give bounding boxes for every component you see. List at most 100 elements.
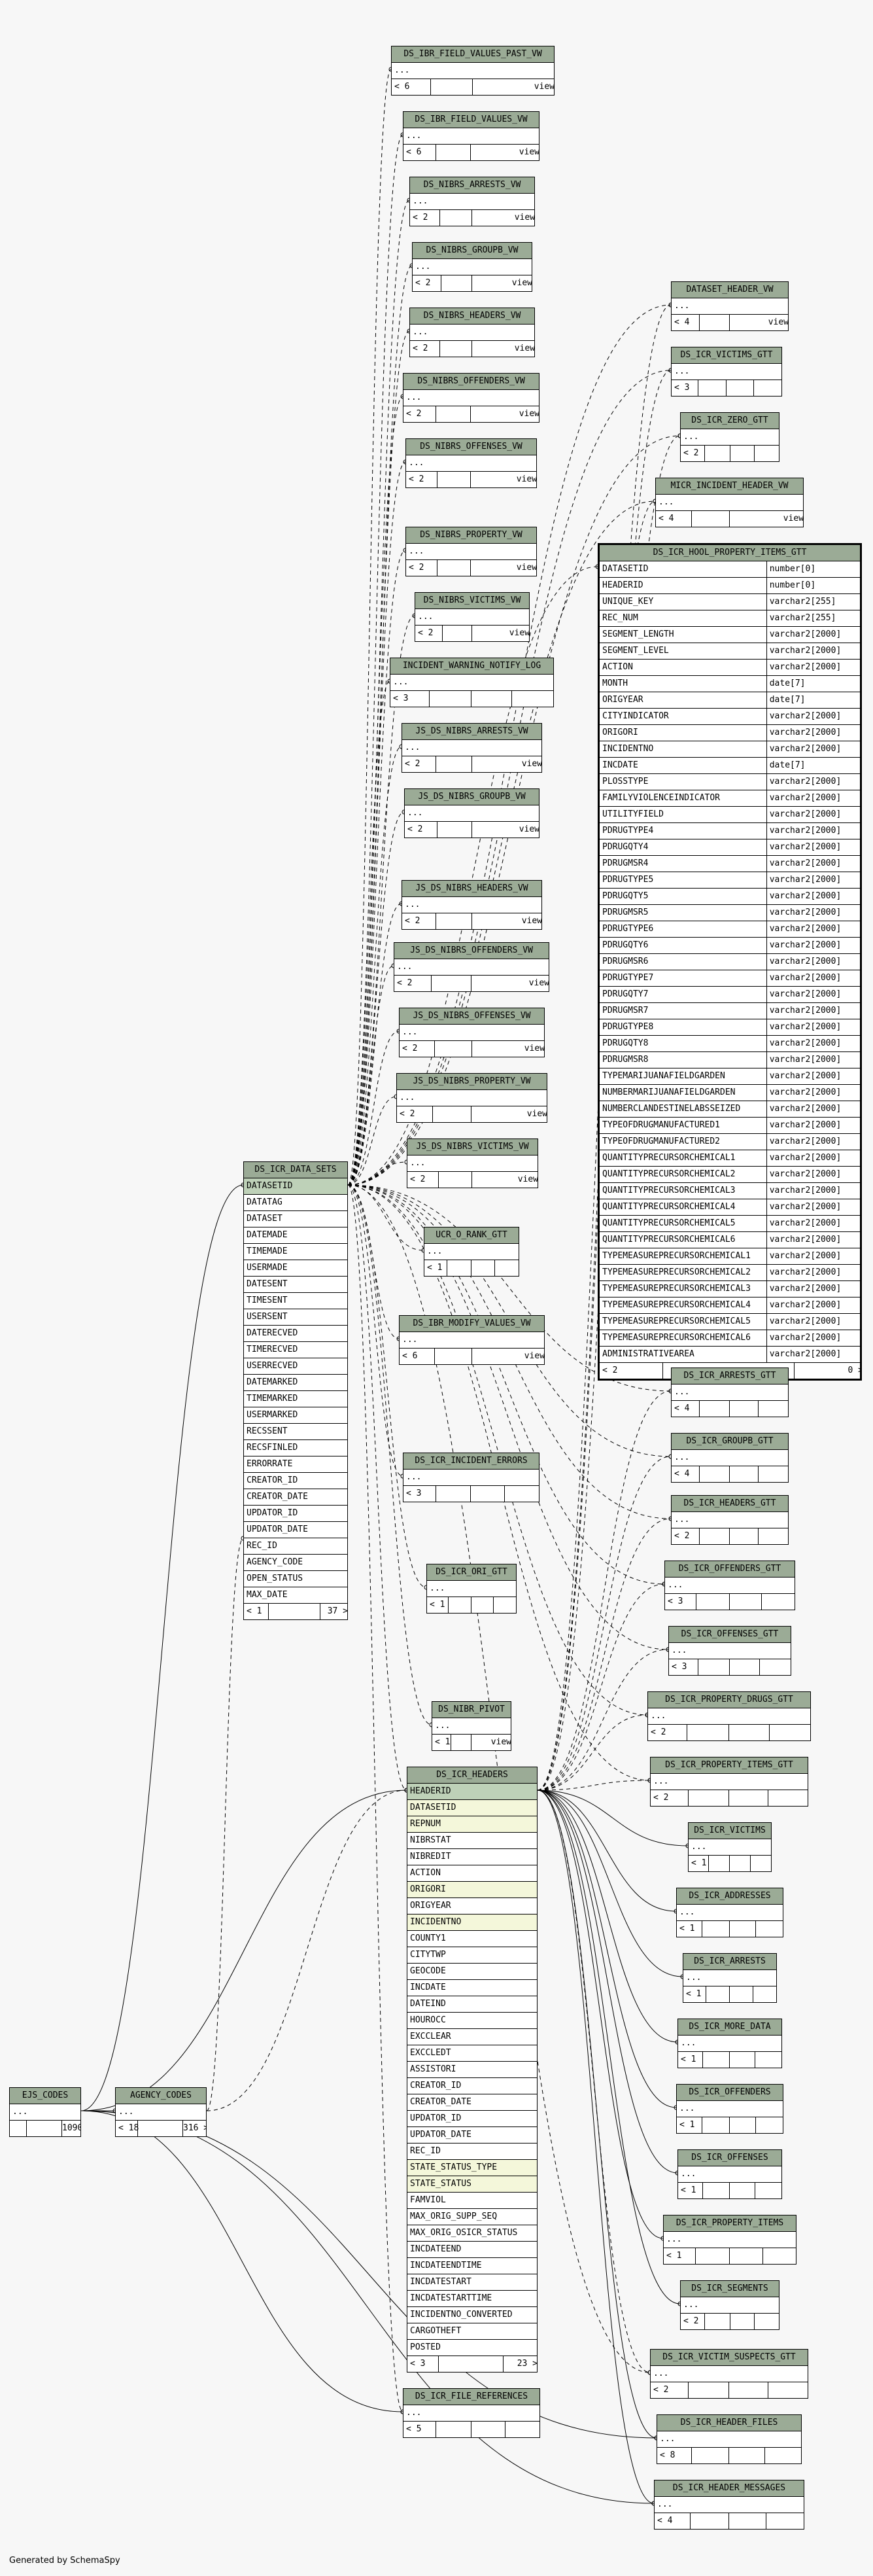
column-row[interactable]: ... bbox=[400, 1332, 544, 1349]
column-row[interactable]: ... bbox=[403, 2405, 539, 2422]
table-ds-icr-offenders[interactable]: DS_ICR_OFFENDERS...< 1 bbox=[676, 2084, 783, 2134]
column-row[interactable]: RECSFINLED bbox=[244, 1440, 347, 1456]
table-ds-icr-groupb-gtt[interactable]: DS_ICR_GROUPB_GTT...< 4 bbox=[671, 1433, 789, 1483]
column-row[interactable]: UPDATOR_ID bbox=[244, 1506, 347, 1522]
column-row[interactable]: ... bbox=[672, 1385, 788, 1401]
table-title[interactable]: DS_ICR_GROUPB_GTT bbox=[672, 1434, 788, 1450]
column-row[interactable]: ... bbox=[394, 959, 549, 976]
table-title[interactable]: JS_DS_NIBRS_OFFENSES_VW bbox=[400, 1008, 544, 1025]
column-row[interactable]: ... bbox=[681, 429, 779, 446]
table-title[interactable]: JS_DS_NIBRS_OFFENDERS_VW bbox=[394, 943, 549, 959]
table-ds-icr-header-files[interactable]: DS_ICR_HEADER_FILES...< 8 bbox=[657, 2414, 802, 2464]
column-row[interactable]: INCDATESTARTTIME bbox=[407, 2291, 537, 2307]
column-row[interactable]: DATESENT bbox=[244, 1277, 347, 1293]
column-row[interactable]: NIBRSTAT bbox=[407, 1833, 537, 1849]
column-row[interactable]: ... bbox=[672, 1450, 788, 1466]
column-row[interactable]: ERRORRATE bbox=[244, 1456, 347, 1473]
table-ds-icr-offenders-gtt[interactable]: DS_ICR_OFFENDERS_GTT...< 3 bbox=[664, 1561, 795, 1610]
column-row[interactable]: ... bbox=[672, 364, 781, 380]
column-row[interactable]: RECSSENT bbox=[244, 1424, 347, 1440]
column-row[interactable]: MAX_ORIG_SUPP_SEQ bbox=[407, 2209, 537, 2225]
column-row[interactable]: POSTED bbox=[407, 2340, 537, 2356]
column-row[interactable]: DATEMADE bbox=[244, 1227, 347, 1244]
table-title[interactable]: DS_IBR_FIELD_VALUES_VW bbox=[403, 112, 539, 128]
column-row[interactable]: INCDATEEND bbox=[407, 2242, 537, 2258]
column-row[interactable]: ... bbox=[672, 1512, 788, 1528]
column-row[interactable]: STATE_STATUS_TYPE bbox=[407, 2160, 537, 2176]
column-row[interactable]: GEOCODE bbox=[407, 1964, 537, 1980]
column-row[interactable]: DATERECVED bbox=[244, 1326, 347, 1342]
table-title[interactable]: DS_NIBRS_PROPERTY_VW bbox=[406, 527, 536, 544]
table-title[interactable]: DS_NIBRS_OFFENSES_VW bbox=[406, 439, 536, 455]
column-row[interactable]: ... bbox=[400, 1025, 544, 1041]
table-title[interactable]: EJS_CODES bbox=[10, 2088, 80, 2104]
table-title[interactable]: JS_DS_NIBRS_VICTIMS_VW bbox=[407, 1139, 538, 1156]
column-row[interactable]: NIBREDIT bbox=[407, 1849, 537, 1865]
column-row[interactable]: REC_ID bbox=[407, 2144, 537, 2160]
table-title[interactable]: AGENCY_CODES bbox=[116, 2088, 206, 2104]
column-row[interactable]: ... bbox=[683, 1970, 776, 1986]
table-title[interactable]: DS_ICR_PROPERTY_ITEMS bbox=[664, 2215, 796, 2232]
column-row[interactable]: ORIGORI bbox=[407, 1882, 537, 1898]
table-ds-icr-arrests[interactable]: DS_ICR_ARRESTS...< 1 bbox=[683, 1953, 777, 2003]
column-row[interactable]: USERMARKED bbox=[244, 1407, 347, 1424]
column-row[interactable]: ... bbox=[407, 1156, 538, 1172]
table-title[interactable]: DS_NIBRS_VICTIMS_VW bbox=[415, 593, 529, 609]
table-title[interactable]: DS_NIBRS_OFFENDERS_VW bbox=[403, 374, 539, 390]
table-ds-icr-arrests-gtt[interactable]: DS_ICR_ARRESTS_GTT...< 4 bbox=[671, 1367, 789, 1417]
column-row[interactable]: CREATOR_ID bbox=[244, 1473, 347, 1489]
table-title[interactable]: MICR_INCIDENT_HEADER_VW bbox=[656, 478, 803, 495]
table-ds-icr-victim-suspects-gtt[interactable]: DS_ICR_VICTIM_SUSPECTS_GTT...< 2 bbox=[650, 2349, 808, 2399]
column-row[interactable]: ... bbox=[402, 740, 541, 756]
table-title[interactable]: JS_DS_NIBRS_HEADERS_VW bbox=[402, 881, 541, 897]
table-ds-icr-headers-gtt[interactable]: DS_ICR_HEADERS_GTT...< 2 bbox=[671, 1495, 789, 1545]
column-row[interactable]: ACTION bbox=[407, 1865, 537, 1882]
column-row[interactable]: INCDATE bbox=[407, 1980, 537, 1996]
column-row[interactable]: ASSISTORI bbox=[407, 2062, 537, 2078]
column-row[interactable]: ... bbox=[651, 1774, 808, 1790]
column-row[interactable]: ... bbox=[390, 675, 553, 691]
column-row[interactable]: ... bbox=[664, 2232, 796, 2248]
table-title[interactable]: DS_NIBRS_ARRESTS_VW bbox=[410, 177, 534, 194]
table-title[interactable]: DS_ICR_HOOL_PROPERTY_ITEMS_GTT bbox=[600, 545, 860, 561]
column-row[interactable]: ... bbox=[415, 609, 529, 626]
column-row[interactable]: ... bbox=[432, 1718, 511, 1735]
table-title[interactable]: DS_ICR_PROPERTY_ITEMS_GTT bbox=[651, 1757, 808, 1774]
table-title[interactable]: JS_DS_NIBRS_ARRESTS_VW bbox=[402, 724, 541, 740]
table-incident-warning-notify-log[interactable]: INCIDENT_WARNING_NOTIFY_LOG...< 3 bbox=[390, 658, 554, 707]
column-row[interactable]: DATEIND bbox=[407, 1996, 537, 2013]
column-row[interactable]: AGENCY_CODE bbox=[244, 1555, 347, 1571]
column-row[interactable]: ... bbox=[655, 2497, 804, 2513]
column-row[interactable]: ... bbox=[424, 1244, 519, 1260]
column-row[interactable]: ... bbox=[403, 390, 539, 406]
